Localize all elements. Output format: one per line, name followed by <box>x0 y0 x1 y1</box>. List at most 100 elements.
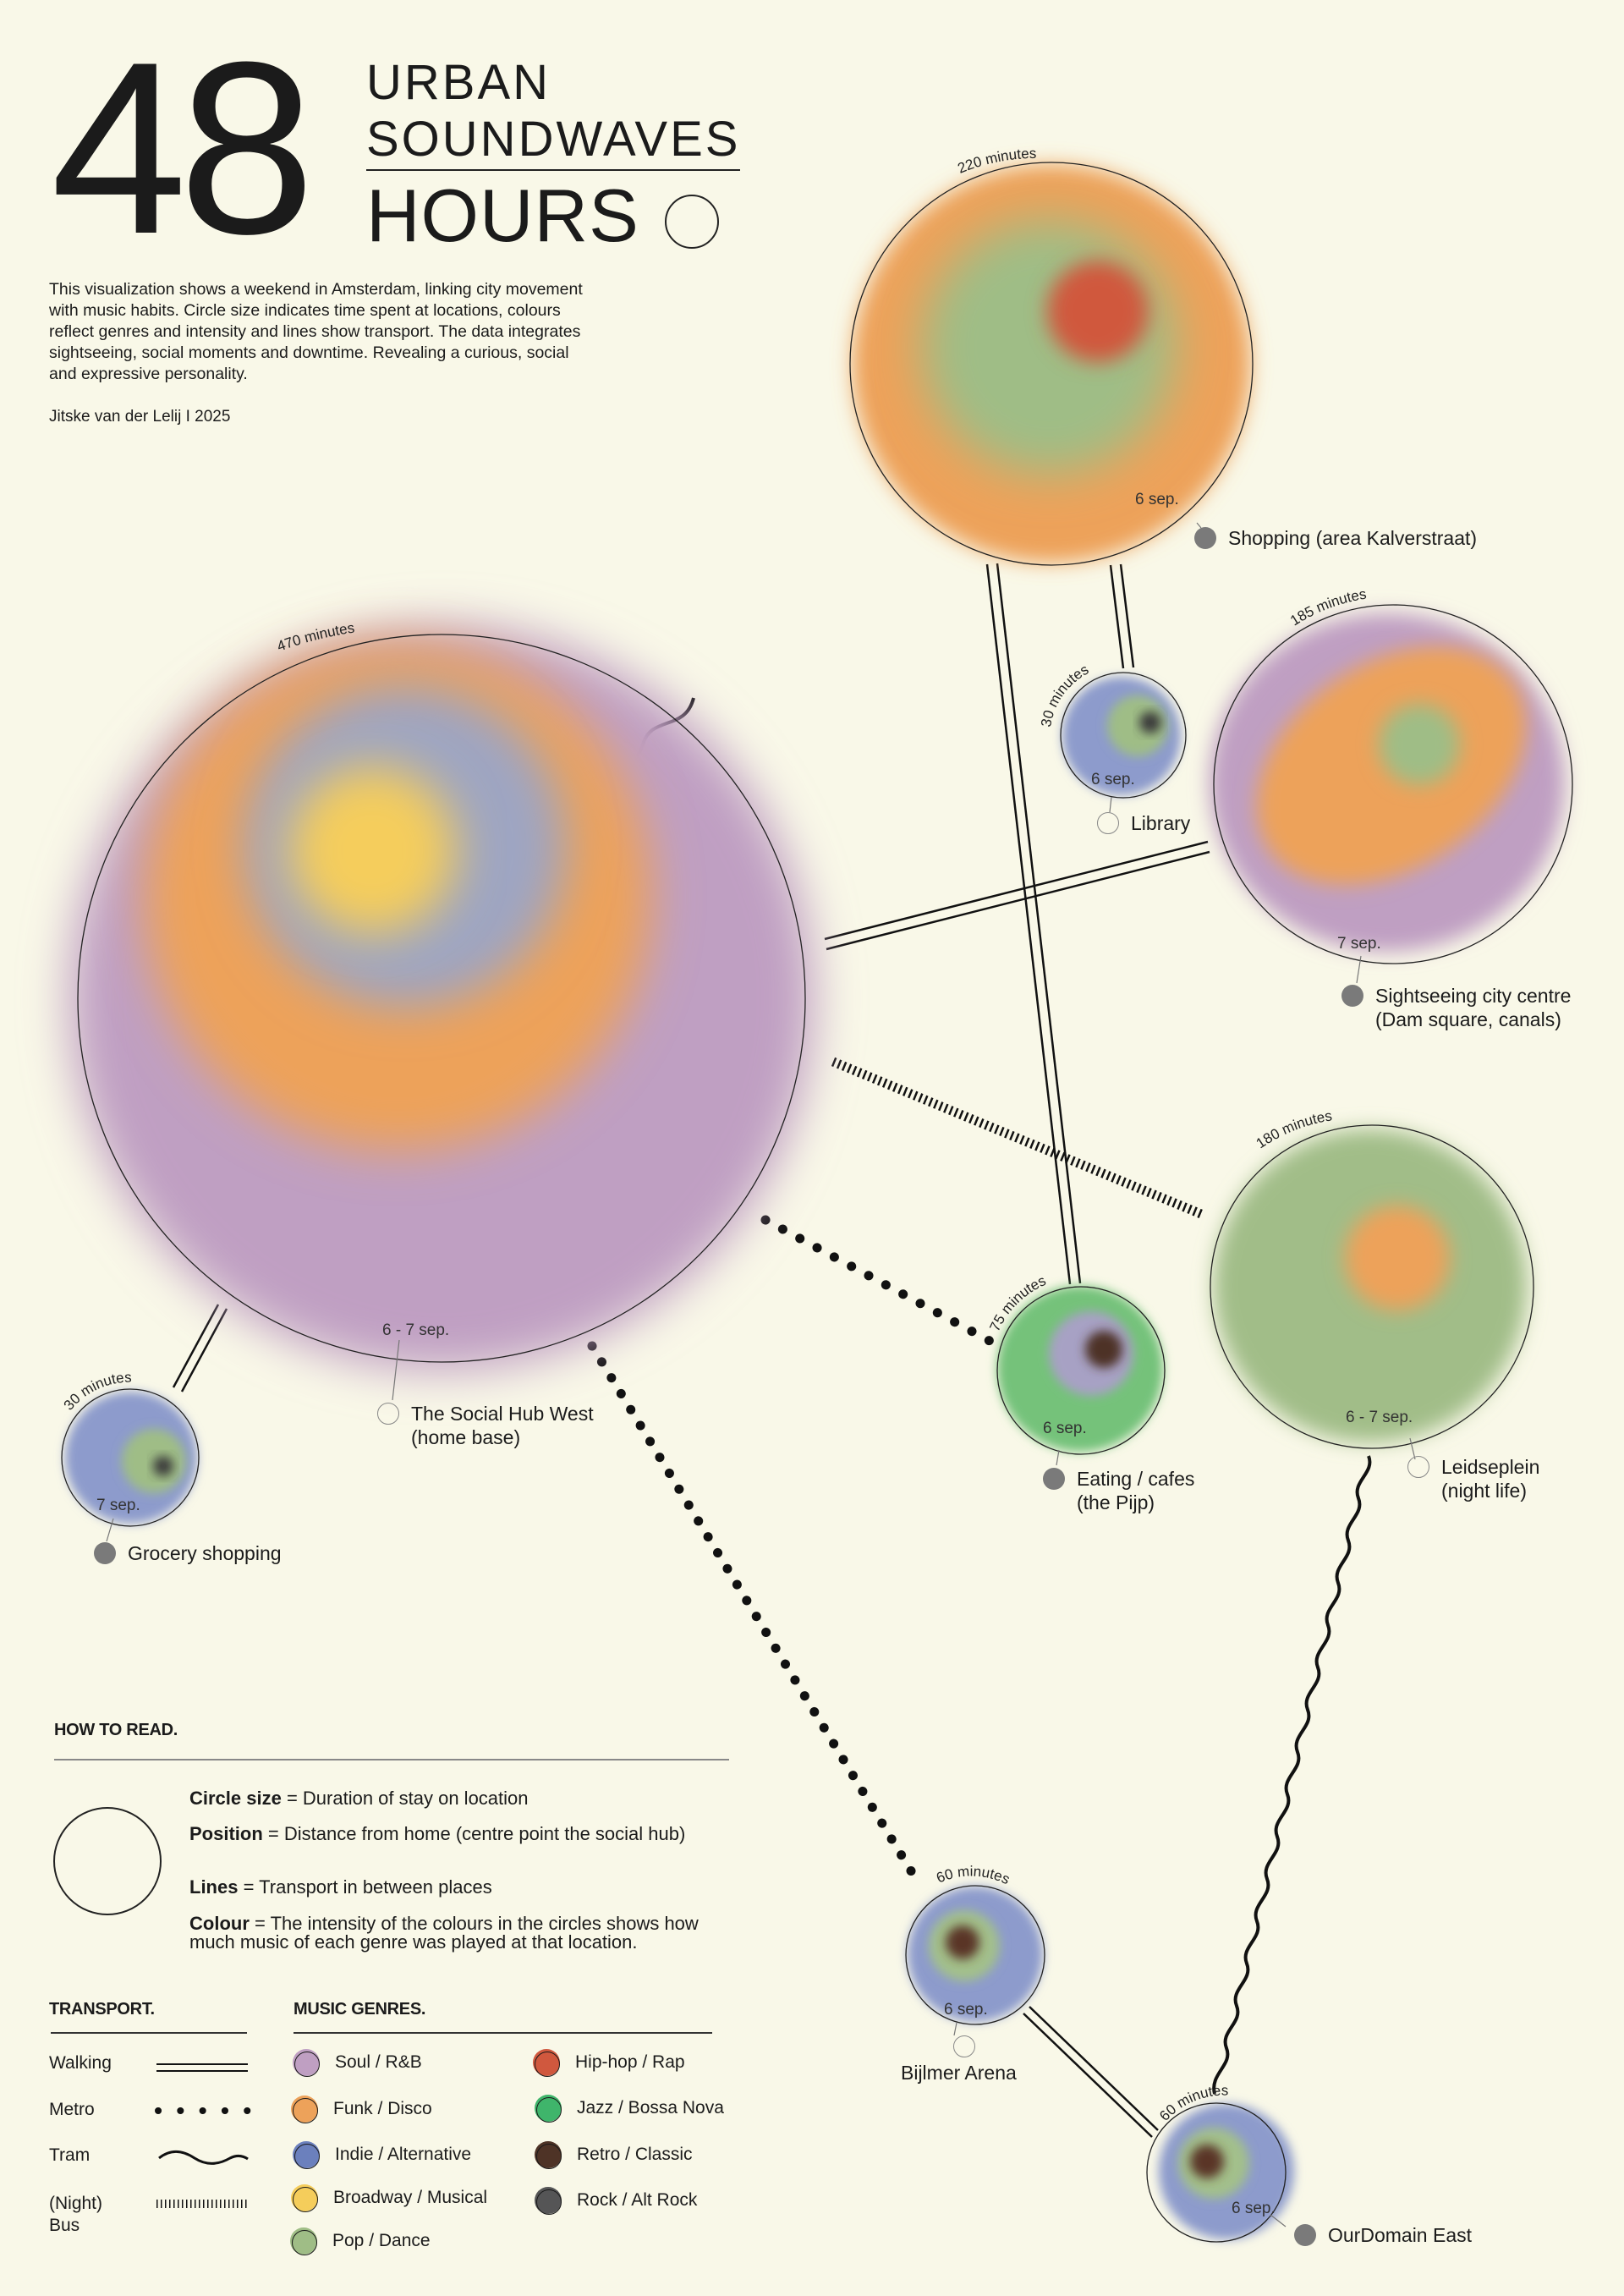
metro-line-home-bijlmer <box>587 1341 922 1886</box>
location-name: Grocery shopping <box>128 1542 282 1564</box>
genre-item-indie: Indie / Alternative <box>293 2141 471 2169</box>
location-circle-grocery[interactable] <box>61 1388 200 1527</box>
location-name: Library <box>1131 812 1191 834</box>
date-label-sightseeing: 7 sep. <box>1337 935 1381 953</box>
how-to-read-divider <box>54 1759 729 1760</box>
genre-blob-funk <box>1345 1206 1450 1310</box>
broadway-swatch-icon <box>291 2184 318 2212</box>
walking-symbol-icon <box>156 2063 248 2072</box>
title-divider <box>366 169 740 171</box>
genre-blob-hiphop <box>1047 261 1149 362</box>
genre-item-soul: Soul / R&B <box>293 2049 422 2077</box>
bijlmer-marker-icon <box>953 2035 975 2057</box>
location-label-sightseeing[interactable]: Sightseeing city centre(Dam square, cana… <box>1341 984 1571 1031</box>
how-to-read-circle-size: Circle size = Duration of stay on locati… <box>189 1788 529 1809</box>
walking-line-shopping-pijp <box>985 563 1082 1285</box>
date-label-bijlmer: 6 sep. <box>944 2001 988 2019</box>
genres-legend-title: MUSIC GENRES. <box>294 2000 426 2019</box>
rock-swatch-icon <box>535 2187 562 2215</box>
genre-item-retro: Retro / Classic <box>535 2141 693 2169</box>
location-circle-home[interactable] <box>69 626 814 1370</box>
intro-text: This visualization shows a weekend in Am… <box>49 280 583 383</box>
genre-blob-rock <box>153 1456 173 1476</box>
title-number: 48 <box>51 11 315 285</box>
location-subname: (night life) <box>1441 1480 1527 1502</box>
genre-blob-rock <box>1139 711 1161 733</box>
how-to-read-lines: Lines = Transport in between places <box>189 1876 492 1898</box>
genre-blob-pop <box>1379 704 1460 785</box>
jazz-swatch-icon <box>535 2095 562 2123</box>
how-to-read-position: Position = Distance from home (centre po… <box>189 1823 686 1844</box>
location-circle-library[interactable] <box>1060 672 1187 799</box>
location-name: The Social Hub West <box>411 1403 594 1425</box>
transport-legend-divider <box>51 2032 247 2034</box>
location-label-home[interactable]: The Social Hub West(home base) <box>377 1402 594 1449</box>
open-marker-icon <box>1407 1456 1429 1478</box>
circle-outline <box>1146 2102 1287 2243</box>
home-marker-icon <box>377 1403 399 1425</box>
leader-lines <box>106 522 1416 2227</box>
filled-marker-icon <box>1043 1468 1065 1490</box>
location-circle-leidseplein[interactable] <box>1210 1124 1534 1449</box>
transport-label-bus: (Night) Bus <box>49 2194 103 2235</box>
date-label-grocery: 7 sep. <box>96 1497 140 1514</box>
location-circle-sightseeing[interactable] <box>1210 597 1573 964</box>
location-name: Leidseplein <box>1441 1456 1540 1478</box>
minutes-label-bijlmer: 60 minutes <box>934 1863 1012 1887</box>
soul-swatch-icon <box>293 2049 320 2077</box>
location-subname: (the Pijp) <box>1077 1491 1155 1513</box>
location-label-grocery[interactable]: Grocery shopping <box>94 1541 282 1565</box>
how-to-read-title: HOW TO READ. <box>54 1721 178 1739</box>
date-labels: 6 - 7 sep. 6 sep. 6 sep. 7 sep. 6 - 7 se… <box>96 491 1413 2217</box>
circle-outline <box>905 1885 1045 2025</box>
hiphop-swatch-icon <box>533 2049 560 2077</box>
location-label-pijp[interactable]: Eating / cafes(the Pijp) <box>1043 1467 1194 1514</box>
location-subname: (Dam square, canals) <box>1375 1008 1561 1030</box>
date-label-home: 6 - 7 sep. <box>382 1321 449 1339</box>
title-word-hours: HOURS <box>366 173 639 257</box>
genre-blob-retro <box>1190 2145 1224 2178</box>
filled-marker-icon <box>1194 527 1216 549</box>
transport-label-walking: Walking <box>49 2053 112 2073</box>
location-circle-pijp[interactable] <box>996 1286 1166 1455</box>
genre-blob-pop <box>922 220 1176 474</box>
location-label-library[interactable]: Library <box>1097 811 1190 835</box>
circle-outline <box>1060 672 1187 799</box>
location-name: Sightseeing city centre <box>1375 985 1572 1007</box>
circle-outline <box>77 634 806 1363</box>
location-circle-ourdomain[interactable] <box>1146 2102 1294 2243</box>
genre-item-pop: Pop / Dance <box>290 2227 431 2255</box>
location-circle-shopping[interactable] <box>849 162 1254 566</box>
circle-outline <box>849 162 1254 566</box>
date-label-pijp: 6 sep. <box>1043 1420 1087 1437</box>
circle-outline <box>1210 1124 1534 1449</box>
genre-item-hiphop: Hip-hop / Rap <box>533 2049 685 2077</box>
genre-item-broadway: Broadway / Musical <box>291 2184 487 2212</box>
location-label-shopping[interactable]: Shopping (area Kalverstraat) <box>1194 526 1477 550</box>
transport-label-metro: Metro <box>49 2100 95 2119</box>
location-circle-bijlmer[interactable] <box>905 1885 1045 2025</box>
title-circle-icon <box>665 195 719 249</box>
genre-blob-pop <box>122 1429 186 1493</box>
genre-blob-pop <box>1107 695 1168 756</box>
date-label-leidseplein: 6 - 7 sep. <box>1346 1409 1413 1426</box>
funk-swatch-icon <box>291 2096 318 2123</box>
walking-line-home-grocery <box>172 1304 228 1392</box>
date-label-ourdomain: 6 sep. <box>1232 2200 1276 2217</box>
location-label-bijlmer[interactable]: Bijlmer Arena <box>901 2062 1017 2084</box>
filled-marker-icon <box>94 1542 116 1564</box>
tram-line-leidseplein-ourdomain <box>1212 1455 1372 2095</box>
genre-item-funk: Funk / Disco <box>291 2096 432 2123</box>
walking-line-bijlmer-ourdomain <box>1023 2006 1159 2138</box>
location-label-leidseplein[interactable]: Leidseplein(night life) <box>1407 1455 1539 1502</box>
title-word-urban: URBAN <box>366 55 551 110</box>
indie-swatch-icon <box>293 2141 320 2169</box>
walking-line-home-sightseeing <box>824 840 1210 951</box>
bus-line-home-leidseplein <box>831 1057 1204 1219</box>
walking-line-shopping-library <box>1109 563 1135 669</box>
transport-legend-title: TRANSPORT. <box>49 2000 155 2019</box>
location-label-ourdomain[interactable]: OurDomain East <box>1294 2223 1472 2247</box>
genre-item-jazz: Jazz / Bossa Nova <box>535 2095 724 2123</box>
date-label-library: 6 sep. <box>1091 771 1135 788</box>
